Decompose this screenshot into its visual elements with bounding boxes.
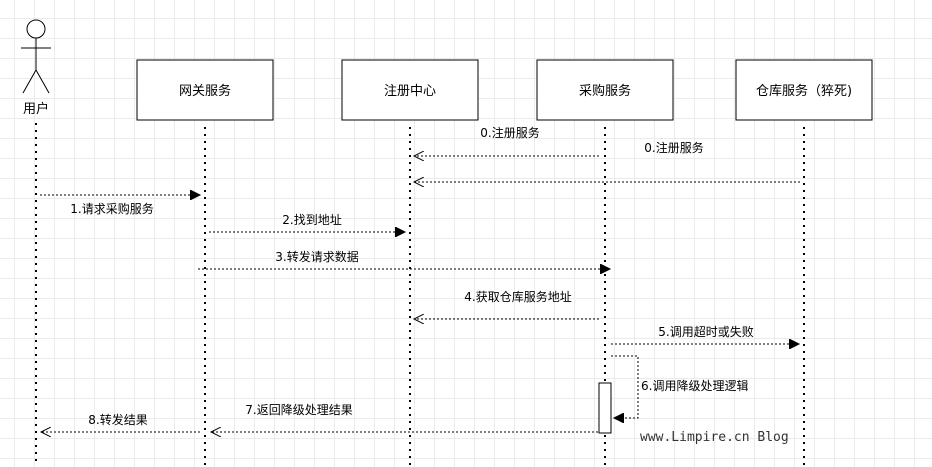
- message-1-request-purchase: 1.请求采购服务: [40, 195, 200, 216]
- message-3-forward-request: 3.转发请求数据: [198, 249, 610, 269]
- stick-figure-icon: [21, 19, 51, 94]
- message-label: 7.返回降级处理结果: [245, 403, 352, 417]
- message-label: 8.转发结果: [88, 412, 147, 427]
- participant-warehouse-box: [735, 59, 873, 121]
- message-0-purchase-register: 0.注册服务: [414, 125, 599, 156]
- message-0-warehouse-register: 0.注册服务: [414, 140, 800, 182]
- participant-warehouse-label: 仓库服务（猝死): [756, 83, 852, 99]
- participant-purchase: 采购服务: [536, 59, 674, 121]
- message-7-return-fallback: 7.返回降级处理结果: [211, 403, 598, 432]
- participant-registry: 注册中心: [341, 59, 479, 121]
- participant-gateway: 网关服务: [136, 59, 274, 121]
- participant-warehouse: 仓库服务（猝死): [735, 59, 873, 121]
- participant-purchase-box: [536, 59, 674, 121]
- watermark: www.Limpire.cn Blog: [640, 430, 789, 445]
- message-arrow: [611, 355, 639, 418]
- activation-bar-purchase: [598, 382, 612, 434]
- message-label: 2.找到地址: [282, 213, 341, 227]
- message-label: 1.请求采购服务: [70, 201, 153, 216]
- message-5-call-timeout: 5.调用超时或失败: [611, 324, 799, 344]
- participant-registry-box: [341, 59, 479, 121]
- message-label: 5.调用超时或失败: [658, 324, 753, 339]
- message-label: 6.调用降级处理逻辑: [641, 379, 748, 393]
- message-label: 0.注册服务: [480, 125, 539, 140]
- message-label: 3.转发请求数据: [275, 249, 358, 264]
- actor-user: 用户: [21, 19, 51, 117]
- message-8-forward-result: 8.转发结果: [41, 412, 200, 432]
- message-2-find-address: 2.找到地址: [209, 213, 405, 232]
- participant-gateway-label: 网关服务: [179, 83, 231, 99]
- participant-purchase-label: 采购服务: [579, 83, 631, 99]
- participant-gateway-box: [136, 59, 274, 121]
- message-4-get-warehouse-address: 4.获取仓库服务地址: [414, 289, 599, 319]
- actor-user-label: 用户: [23, 101, 49, 117]
- message-6-fallback-logic: 6.调用降级处理逻辑: [611, 355, 748, 418]
- message-label: 0.注册服务: [644, 140, 703, 155]
- participant-registry-label: 注册中心: [384, 84, 436, 99]
- message-label: 4.获取仓库服务地址: [464, 289, 571, 304]
